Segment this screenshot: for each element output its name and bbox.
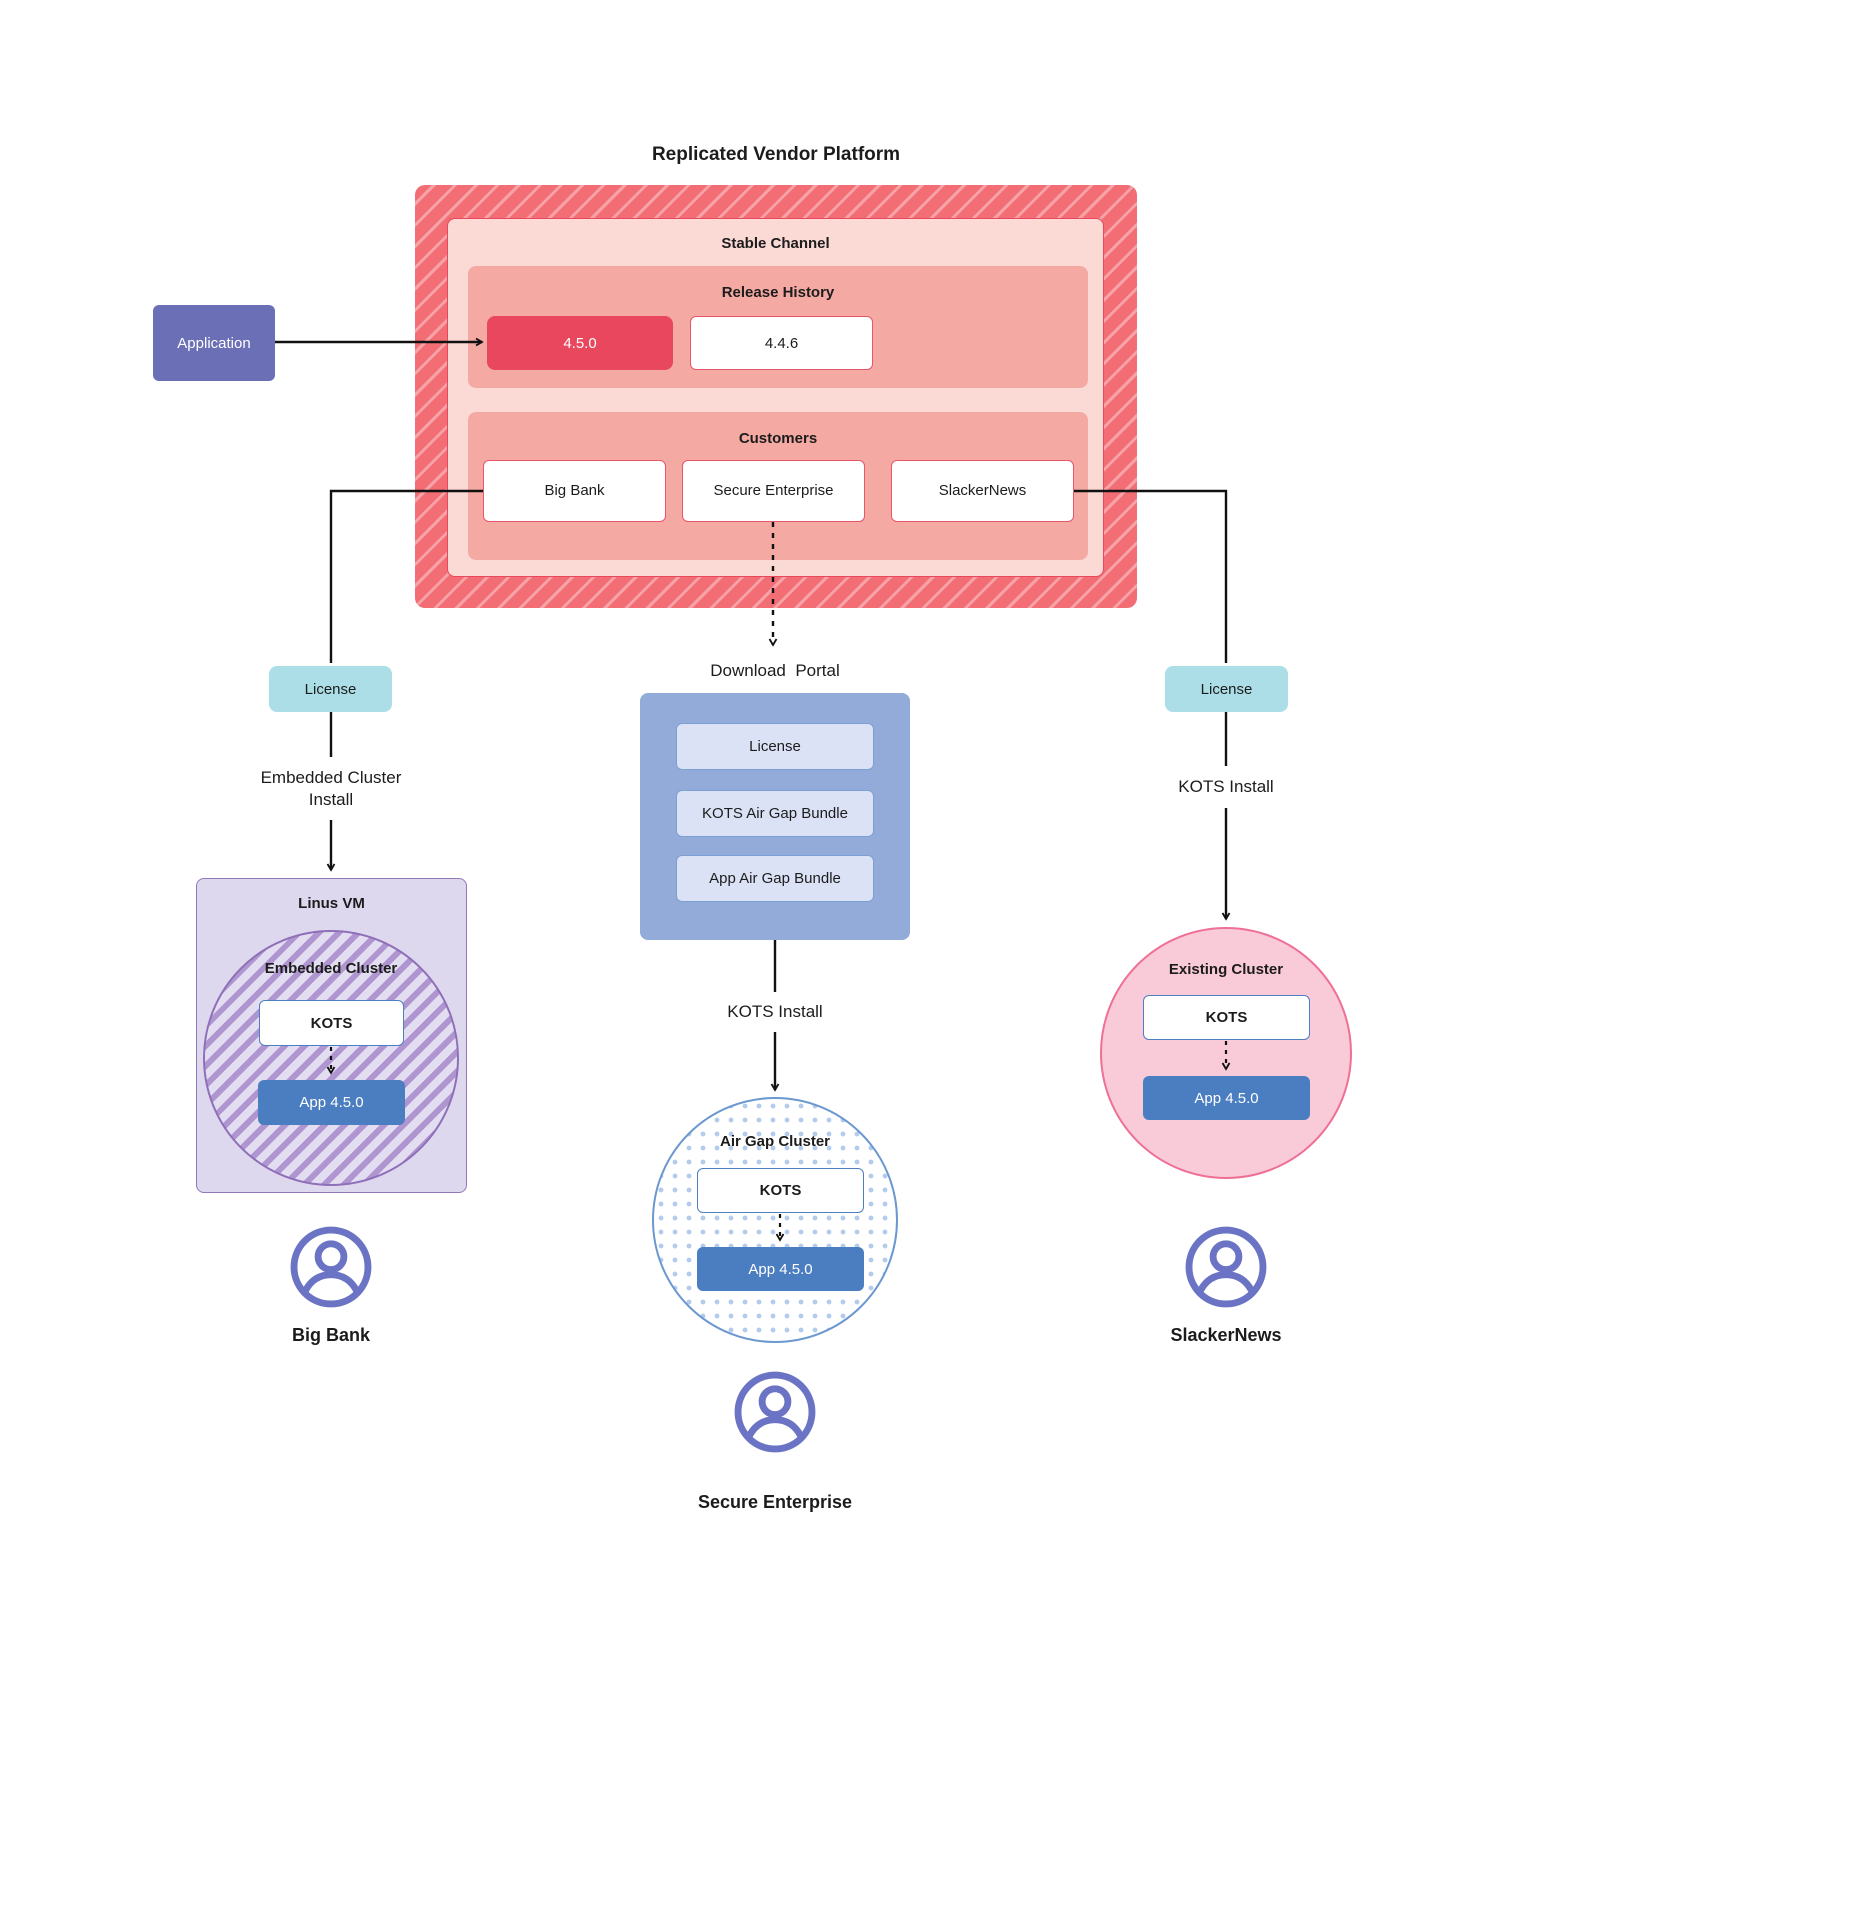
release-history-label: Release History xyxy=(721,283,835,301)
release-4-5-0[interactable]: 4.5.0 xyxy=(487,316,673,370)
portal-license-item[interactable]: License xyxy=(676,723,874,770)
license-big-bank[interactable]: License xyxy=(269,666,392,712)
app-node-airgap[interactable]: App 4.5.0 xyxy=(697,1247,864,1291)
embedded-cluster-label: Embedded Cluster xyxy=(264,959,398,977)
page-title: Replicated Vendor Platform xyxy=(651,144,901,165)
air-gap-cluster-circle xyxy=(652,1097,898,1343)
kots-node-embedded[interactable]: KOTS xyxy=(259,1000,404,1046)
customer-big-bank[interactable]: Big Bank xyxy=(483,460,666,522)
existing-cluster-label: Existing Cluster xyxy=(1168,960,1284,978)
app-node-existing[interactable]: App 4.5.0 xyxy=(1143,1076,1310,1120)
slackernews-user-icon xyxy=(1183,1224,1269,1310)
embedded-cluster-install-label: Embedded Cluster Install xyxy=(260,767,402,809)
secure-enterprise-name: Secure Enterprise xyxy=(697,1492,853,1513)
release-4-4-6[interactable]: 4.4.6 xyxy=(690,316,873,370)
customer-slackernews[interactable]: SlackerNews xyxy=(891,460,1074,522)
kots-install-label-right: KOTS Install xyxy=(1178,776,1274,796)
slackernews-name: SlackerNews xyxy=(1170,1325,1282,1346)
customer-secure-enterprise[interactable]: Secure Enterprise xyxy=(682,460,865,522)
big-bank-name: Big Bank xyxy=(291,1325,370,1346)
app-node-embedded[interactable]: App 4.5.0 xyxy=(258,1080,405,1125)
application-node[interactable]: Application xyxy=(153,305,275,381)
linus-vm-label: Linus VM xyxy=(298,894,365,912)
kots-node-airgap[interactable]: KOTS xyxy=(697,1168,864,1213)
kots-node-existing[interactable]: KOTS xyxy=(1143,995,1310,1040)
license-slackernews[interactable]: License xyxy=(1165,666,1288,712)
portal-kots-airgap-bundle-item[interactable]: KOTS Air Gap Bundle xyxy=(676,790,874,837)
secure-enterprise-user-icon xyxy=(732,1369,818,1455)
kots-install-label-middle: KOTS Install xyxy=(727,1001,823,1021)
portal-app-airgap-bundle-item[interactable]: App Air Gap Bundle xyxy=(676,855,874,902)
big-bank-user-icon xyxy=(288,1224,374,1310)
air-gap-cluster-label: Air Gap Cluster xyxy=(719,1132,831,1150)
download-portal-label: Download Portal xyxy=(710,660,840,680)
customers-label: Customers xyxy=(738,429,818,447)
stable-channel-label: Stable Channel xyxy=(721,234,830,252)
